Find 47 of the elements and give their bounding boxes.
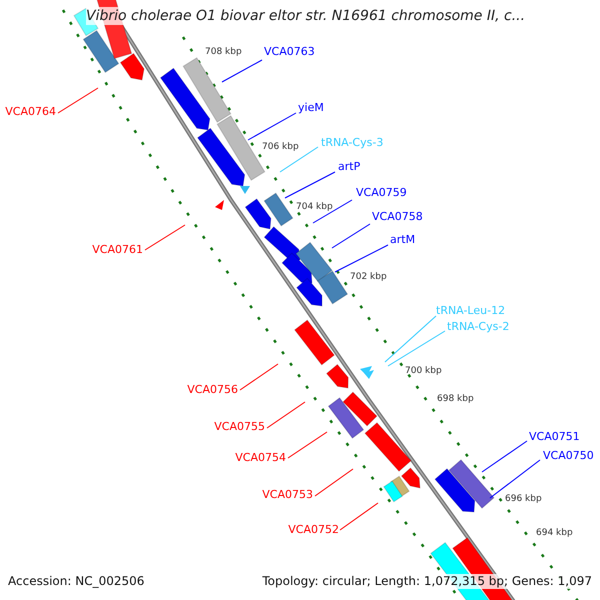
- leader-line: [58, 88, 98, 114]
- leader-line: [384, 316, 436, 362]
- leader-line: [266, 402, 306, 428]
- gene-label: VCA0750: [543, 449, 594, 463]
- gene-label: tRNA-Leu-12: [436, 304, 506, 318]
- scale-label: 702 kbp: [350, 272, 387, 283]
- gene-label: VCA0755: [214, 420, 265, 434]
- scale-label: 706 kbp: [262, 142, 299, 153]
- scale-label: 704 kbp: [296, 202, 333, 213]
- accession-text: Accession: NC_002506: [8, 574, 144, 589]
- gene-label: tRNA-Cys-3: [321, 136, 384, 150]
- gene-label: artP: [338, 160, 360, 174]
- leader-line: [240, 364, 278, 390]
- gene-label: VCA0763: [264, 45, 315, 59]
- scale-label: 700 kbp: [405, 366, 442, 377]
- gene-label: VCA0764: [5, 105, 56, 119]
- leader-line: [490, 460, 540, 498]
- gene-label: VCA0758: [372, 210, 423, 224]
- gene-label: VCA0754: [235, 451, 286, 465]
- leader-line: [144, 224, 186, 250]
- leader-line: [388, 330, 446, 366]
- gene-label: VCA0752: [288, 523, 339, 537]
- gene-label: VCA0761: [92, 243, 143, 257]
- leader-line: [284, 172, 336, 198]
- map-title: Vibrio cholerae O1 biovar eltor str. N16961 chromosome II, c...: [86, 7, 526, 25]
- scale-label: 698 kbp: [437, 394, 474, 405]
- gene-label: tRNA-Cys-2: [447, 320, 510, 334]
- leader-line: [288, 432, 328, 458]
- leader-line: [312, 200, 352, 224]
- leader-line: [222, 60, 262, 82]
- gene-label: VCA0756: [187, 383, 238, 397]
- scale-label: 708 kbp: [205, 47, 242, 58]
- gene-label: VCA0753: [262, 488, 313, 502]
- leader-line: [332, 224, 370, 248]
- gene-label: VCA0759: [356, 186, 407, 200]
- leader-line: [340, 502, 378, 530]
- leader-line: [482, 440, 528, 472]
- leader-line: [248, 112, 296, 140]
- scale-label: 694 kbp: [536, 528, 573, 539]
- map-summary-text: Topology: circular; Length: 1,072,315 bp; Genes: 1,097: [262, 574, 592, 589]
- leader-line: [314, 468, 354, 496]
- leader-line: [334, 244, 388, 272]
- scale-label: 696 kbp: [505, 494, 542, 505]
- gene-label: yieM: [298, 101, 324, 115]
- gene-label: VCA0751: [529, 430, 580, 444]
- leader-line: [280, 146, 318, 172]
- gene-label: artM: [390, 233, 416, 247]
